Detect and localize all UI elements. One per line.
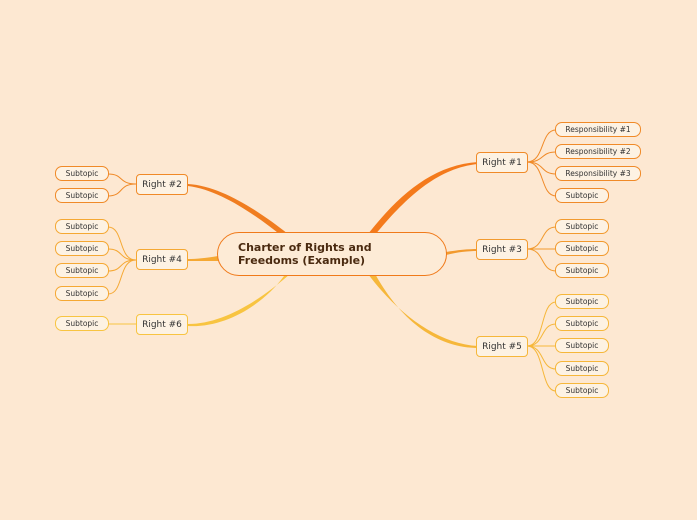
- topic-right6-label: Right #6: [142, 319, 182, 330]
- subtopic-right3-2[interactable]: Subtopic: [555, 241, 609, 256]
- subtopic-label: Subtopic: [65, 244, 99, 253]
- subtopic-right5-2[interactable]: Subtopic: [555, 316, 609, 331]
- subtopic-label: Subtopic: [565, 386, 599, 395]
- topic-right2[interactable]: Right #2: [136, 174, 188, 195]
- subtopic-label: Subtopic: [65, 289, 99, 298]
- subtopic-right5-4[interactable]: Subtopic: [555, 361, 609, 376]
- topic-right5[interactable]: Right #5: [476, 336, 528, 357]
- subtopic-label: Subtopic: [565, 266, 599, 275]
- subtopic-label: Subtopic: [65, 266, 99, 275]
- subtopic-right2-1[interactable]: Subtopic: [55, 166, 109, 181]
- subtopic-label: Subtopic: [565, 364, 599, 373]
- connectors-right4: [107, 226, 137, 295]
- subtopic-right6-1[interactable]: Subtopic: [55, 316, 109, 331]
- branch-right2: [188, 184, 288, 236]
- subtopic-right4-1[interactable]: Subtopic: [55, 219, 109, 234]
- connectors-right3: [526, 226, 557, 272]
- branch-right6: [188, 274, 290, 327]
- topic-right4-label: Right #4: [142, 254, 182, 265]
- topic-right4[interactable]: Right #4: [136, 249, 188, 270]
- subtopic-responsibility-1[interactable]: Responsibility #1: [555, 122, 641, 137]
- subtopic-label: Subtopic: [65, 191, 99, 200]
- subtopic-label: Subtopic: [565, 222, 599, 231]
- subtopic-label: Responsibility #1: [565, 125, 631, 134]
- branch-right5: [368, 272, 478, 348]
- topic-right5-label: Right #5: [482, 341, 522, 352]
- subtopic-responsibility-3[interactable]: Responsibility #3: [555, 166, 641, 181]
- central-topic-label: Charter of Rights and Freedoms (Example): [238, 241, 372, 267]
- connectors-right5: [526, 301, 557, 392]
- subtopic-label: Subtopic: [65, 319, 99, 328]
- subtopic-label: Subtopic: [565, 319, 599, 328]
- subtopic-right3-1[interactable]: Subtopic: [555, 219, 609, 234]
- subtopic-label: Subtopic: [565, 297, 599, 306]
- connectors-right1: [526, 129, 557, 197]
- subtopic-right4-4[interactable]: Subtopic: [55, 286, 109, 301]
- subtopic-label: Subtopic: [565, 341, 599, 350]
- central-topic[interactable]: Charter of Rights and Freedoms (Example): [217, 232, 447, 276]
- subtopic-label: Responsibility #3: [565, 169, 631, 178]
- branch-right3: [446, 249, 478, 255]
- topic-right1[interactable]: Right #1: [476, 152, 528, 173]
- branch-right1: [368, 162, 478, 236]
- subtopic-label: Subtopic: [565, 244, 599, 253]
- subtopic-right2-2[interactable]: Subtopic: [55, 188, 109, 203]
- topic-right1-label: Right #1: [482, 157, 522, 168]
- subtopic-label: Subtopic: [65, 169, 99, 178]
- connectors-right2: [107, 173, 137, 197]
- topic-right3[interactable]: Right #3: [476, 239, 528, 260]
- subtopic-label: Subtopic: [65, 222, 99, 231]
- subtopic-right5-3[interactable]: Subtopic: [555, 338, 609, 353]
- subtopic-label: Responsibility #2: [565, 147, 631, 156]
- branch-right4: [188, 256, 218, 261]
- subtopic-label: Subtopic: [565, 191, 599, 200]
- subtopic-responsibility-2[interactable]: Responsibility #2: [555, 144, 641, 159]
- subtopic-right4-3[interactable]: Subtopic: [55, 263, 109, 278]
- subtopic-right4-2[interactable]: Subtopic: [55, 241, 109, 256]
- topic-right3-label: Right #3: [482, 244, 522, 255]
- subtopic-right1-4[interactable]: Subtopic: [555, 188, 609, 203]
- topic-right2-label: Right #2: [142, 179, 182, 190]
- subtopic-right3-3[interactable]: Subtopic: [555, 263, 609, 278]
- topic-right6[interactable]: Right #6: [136, 314, 188, 335]
- subtopic-right5-5[interactable]: Subtopic: [555, 383, 609, 398]
- subtopic-right5-1[interactable]: Subtopic: [555, 294, 609, 309]
